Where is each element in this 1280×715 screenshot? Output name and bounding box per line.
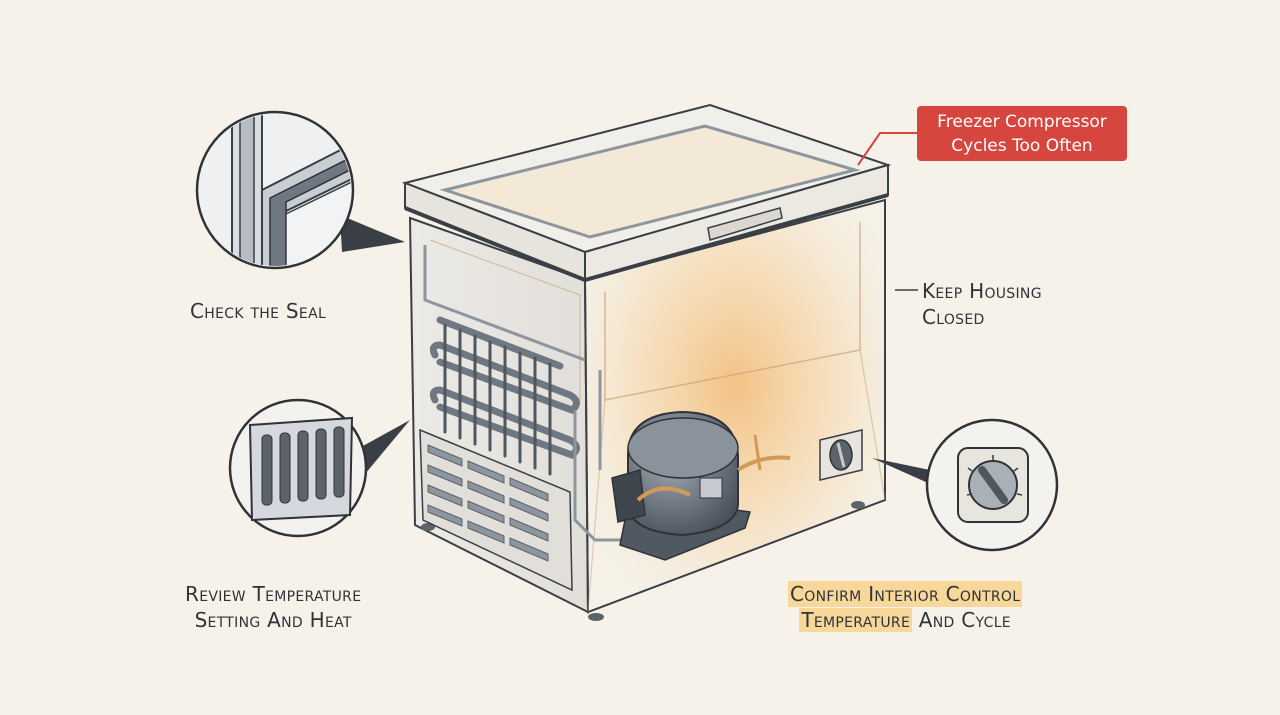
thermostat-callout: [872, 418, 1059, 552]
highlighted-temperature: Temperature: [799, 608, 913, 632]
door-seal-callout: [195, 110, 405, 270]
title-box: Freezer Compressor Cycles Too Often: [917, 106, 1127, 161]
title-leader-line: [857, 132, 917, 166]
title-line-2: Cycles Too Often: [951, 136, 1093, 156]
body-vent-grille: [419, 428, 573, 592]
compressor-icon: [611, 410, 791, 561]
body-thermostat-icon: [819, 429, 863, 481]
door-seal-icon: [199, 114, 351, 266]
title-line-1: Freezer Compressor: [937, 112, 1107, 132]
lid-handle: [707, 207, 783, 241]
vent-grille-callout: [228, 398, 410, 538]
label-review-temperature: Review Temperature Setting And Heat: [185, 582, 362, 632]
label-check-seal: Check the Seal: [190, 299, 327, 323]
vent-grille-icon: [248, 416, 354, 522]
thermostat-dial-icon: [957, 447, 1029, 523]
label-keep-housing-closed: Keep Housing Closed: [922, 279, 1042, 329]
label-confirm-interior-control: Confirm Interior Control Temperature And…: [788, 581, 1023, 632]
freezer-lid: [401, 103, 892, 283]
